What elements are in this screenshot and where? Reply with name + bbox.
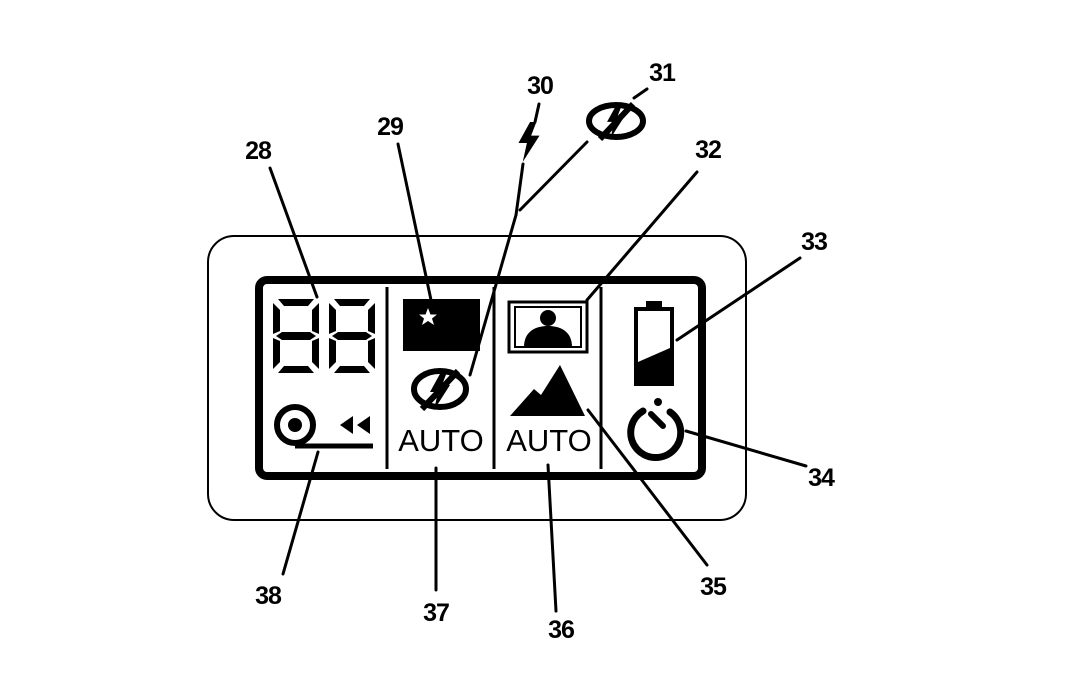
flash-off-icon — [411, 368, 469, 412]
callout-30: 30 — [527, 72, 553, 100]
callout-38: 38 — [255, 582, 282, 610]
callout-32: 32 — [695, 136, 721, 164]
camera-panel-outline — [207, 235, 747, 521]
callout-31: 31 — [649, 59, 676, 87]
seven-segment-88-icon — [273, 299, 375, 373]
self-timer-icon — [627, 398, 685, 461]
leader-lines — [268, 87, 808, 613]
callout-37: 37 — [423, 599, 449, 627]
callout-28: 28 — [245, 137, 272, 165]
focus-auto-label: AUTO — [506, 423, 592, 458]
moon-star-icon — [403, 299, 480, 351]
callout-35: 35 — [700, 573, 727, 601]
lcd-frame — [255, 276, 706, 480]
lightning-icon — [518, 122, 540, 162]
callout-29: 29 — [377, 113, 403, 141]
battery-icon — [634, 301, 674, 386]
callout-33: 33 — [801, 228, 827, 256]
portrait-icon — [507, 300, 589, 354]
mountain-icon — [510, 365, 585, 416]
flash-off-icon — [586, 101, 646, 142]
callout-36: 36 — [548, 616, 574, 644]
film-rewind-icon — [274, 404, 373, 449]
callout-34: 34 — [808, 464, 835, 492]
flash-auto-label: AUTO — [398, 423, 484, 458]
